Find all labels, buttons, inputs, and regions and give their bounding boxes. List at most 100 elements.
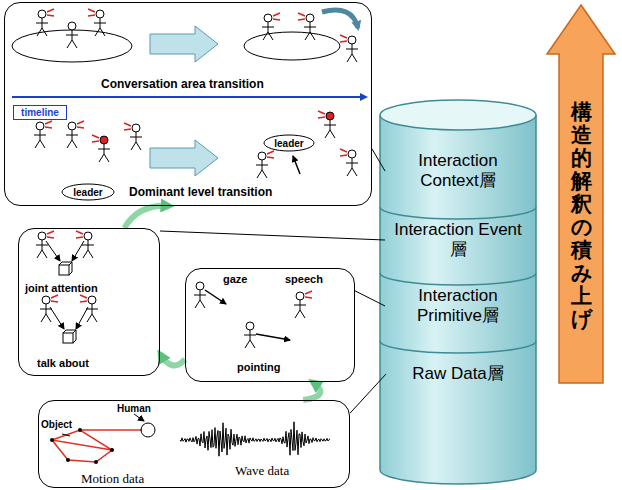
drawing-part <box>88 9 95 16</box>
stick-figure <box>76 231 94 258</box>
drawing-part <box>59 262 72 275</box>
outline <box>62 184 114 200</box>
drawing-part <box>348 36 356 44</box>
drawing-part <box>40 304 52 322</box>
drawing-part <box>94 460 98 464</box>
database-layer: Interaction Context層 <box>385 140 531 202</box>
drawing-part <box>68 122 76 130</box>
drawing-part <box>34 130 46 148</box>
drawing-part <box>296 292 304 300</box>
flow-arrow <box>125 206 170 228</box>
drawing-part <box>36 18 48 36</box>
drawing-part <box>68 22 76 30</box>
stick-figure <box>124 123 142 150</box>
stick-figure <box>262 13 280 40</box>
drawing-part <box>80 429 142 431</box>
drawing-part <box>380 341 536 353</box>
stick-figure <box>92 135 110 162</box>
drawing-part <box>246 322 254 330</box>
drawing-part <box>141 423 155 437</box>
drawing-part <box>66 130 78 148</box>
drawing-part <box>86 304 98 322</box>
flow-arrow <box>303 382 320 400</box>
drawing-part <box>63 333 73 343</box>
gaze-arrow <box>205 290 226 304</box>
gaze-line <box>46 241 60 261</box>
lead-arrow <box>293 156 300 174</box>
drawing-part <box>273 13 280 20</box>
drawing-part <box>124 123 131 130</box>
drawing-part <box>132 124 140 132</box>
stick-figure <box>194 282 206 308</box>
waveform <box>180 422 330 456</box>
drawing-part <box>88 296 96 304</box>
drawing-part <box>62 434 70 436</box>
label-text: talk about <box>37 357 89 369</box>
label-text: leader <box>73 187 102 198</box>
drawing-part <box>45 121 52 128</box>
drawing-part <box>298 13 305 20</box>
drawing-part <box>380 100 536 130</box>
drawing-part <box>92 135 99 142</box>
stick-figure <box>88 9 106 36</box>
callout-tail <box>350 374 386 413</box>
drawing-part <box>98 144 110 162</box>
drawing-part <box>134 414 144 421</box>
database-layer: Interaction Event層 <box>385 212 531 268</box>
drawing-part <box>326 112 334 120</box>
label-text: Interaction Event層 <box>389 220 527 261</box>
stick-figure <box>66 121 84 148</box>
drawing-part <box>380 207 536 219</box>
callout-tail <box>355 291 385 306</box>
drawing-part <box>380 273 536 285</box>
drawing-part <box>346 44 358 62</box>
label-text: timeline <box>21 107 59 118</box>
drawing-part <box>294 300 306 318</box>
gaze-line <box>72 241 84 261</box>
outline <box>547 5 615 383</box>
drawing-part <box>77 121 84 128</box>
drawing-part <box>244 330 256 348</box>
drawing-part <box>76 231 83 238</box>
drawing-part <box>94 18 106 36</box>
label-text: Wave data <box>235 463 289 479</box>
drawing-part <box>50 438 54 442</box>
timeline-box: timeline <box>13 105 67 120</box>
label-text: gaze <box>223 273 247 285</box>
timeline-arrow <box>12 96 366 98</box>
group-ellipse <box>244 32 340 60</box>
label-text: Object <box>41 419 72 430</box>
drawing-part <box>264 14 272 22</box>
drawing-part <box>80 295 87 302</box>
drawing-part <box>52 430 112 462</box>
drawing-part <box>194 290 206 308</box>
leader-ellipse: leader <box>263 134 315 152</box>
drawing-part <box>36 122 44 130</box>
drawing-part <box>340 149 347 156</box>
stick-figure <box>36 9 54 36</box>
label-text: Dominant level transition <box>129 185 272 199</box>
drawing-part <box>305 291 312 298</box>
label-text: Conversation area transition <box>101 77 264 91</box>
stick-figure <box>34 121 52 148</box>
label-text: 構造的解釈の積み上げ <box>571 101 592 332</box>
stick-figure <box>244 322 256 348</box>
drawing-part <box>38 232 46 240</box>
drawing-part <box>36 240 48 258</box>
drawing-part <box>78 428 82 432</box>
object-cube <box>59 262 72 275</box>
drawing-part <box>130 132 142 150</box>
drawing-part <box>346 158 358 176</box>
callout-bubble: Conversation area transitionDominant lev… <box>4 2 372 206</box>
drawing-part <box>306 14 314 22</box>
drawing-part <box>110 448 114 452</box>
stick-figure <box>66 22 78 48</box>
callout-bubble: gazespeechpointing <box>185 268 355 382</box>
label-text: Interaction Context層 <box>389 151 527 192</box>
stick-figures <box>34 9 358 348</box>
stick-figure <box>340 149 358 176</box>
drawing-part <box>100 136 108 144</box>
drawing-part <box>258 152 266 160</box>
